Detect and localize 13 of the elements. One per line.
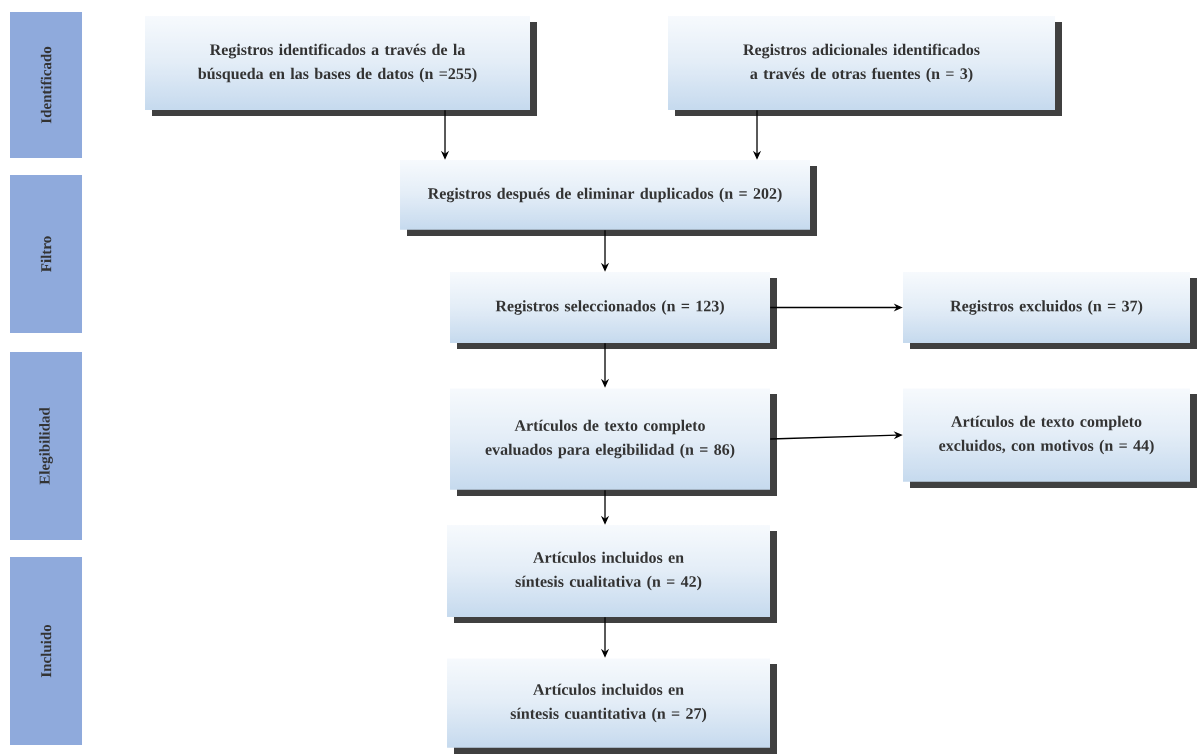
process-box: Registros adicionales identificados a través de otras fuentes (n = 3) xyxy=(668,16,1062,116)
process-box: Registros después de eliminar duplicados (n = 202) xyxy=(400,160,817,236)
process-box: Registros identificados a través de la búsqueda en las bases de datos (n =255) xyxy=(145,16,537,116)
process-box: Artículos de texto completo excluidos, con motivos (n = 44) xyxy=(903,388,1197,488)
stage-band: Filtro xyxy=(10,175,82,333)
stage-band: Identificado xyxy=(10,12,82,158)
stage-band: Elegibilidad xyxy=(10,352,82,540)
process-box: Artículos de texto completo evaluados para elegibilidad (n = 86) xyxy=(450,388,777,496)
process-box: Artículos incluidos en síntesis cualitativa (n = 42) xyxy=(447,525,777,623)
process-box: Registros seleccionados (n = 123) xyxy=(450,272,777,349)
process-box: Registros excluidos (n = 37) xyxy=(903,272,1197,349)
stage-band: Incluido xyxy=(10,557,82,745)
process-box: Artículos incluidos en síntesis cuantitativa (n = 27) xyxy=(447,658,777,754)
